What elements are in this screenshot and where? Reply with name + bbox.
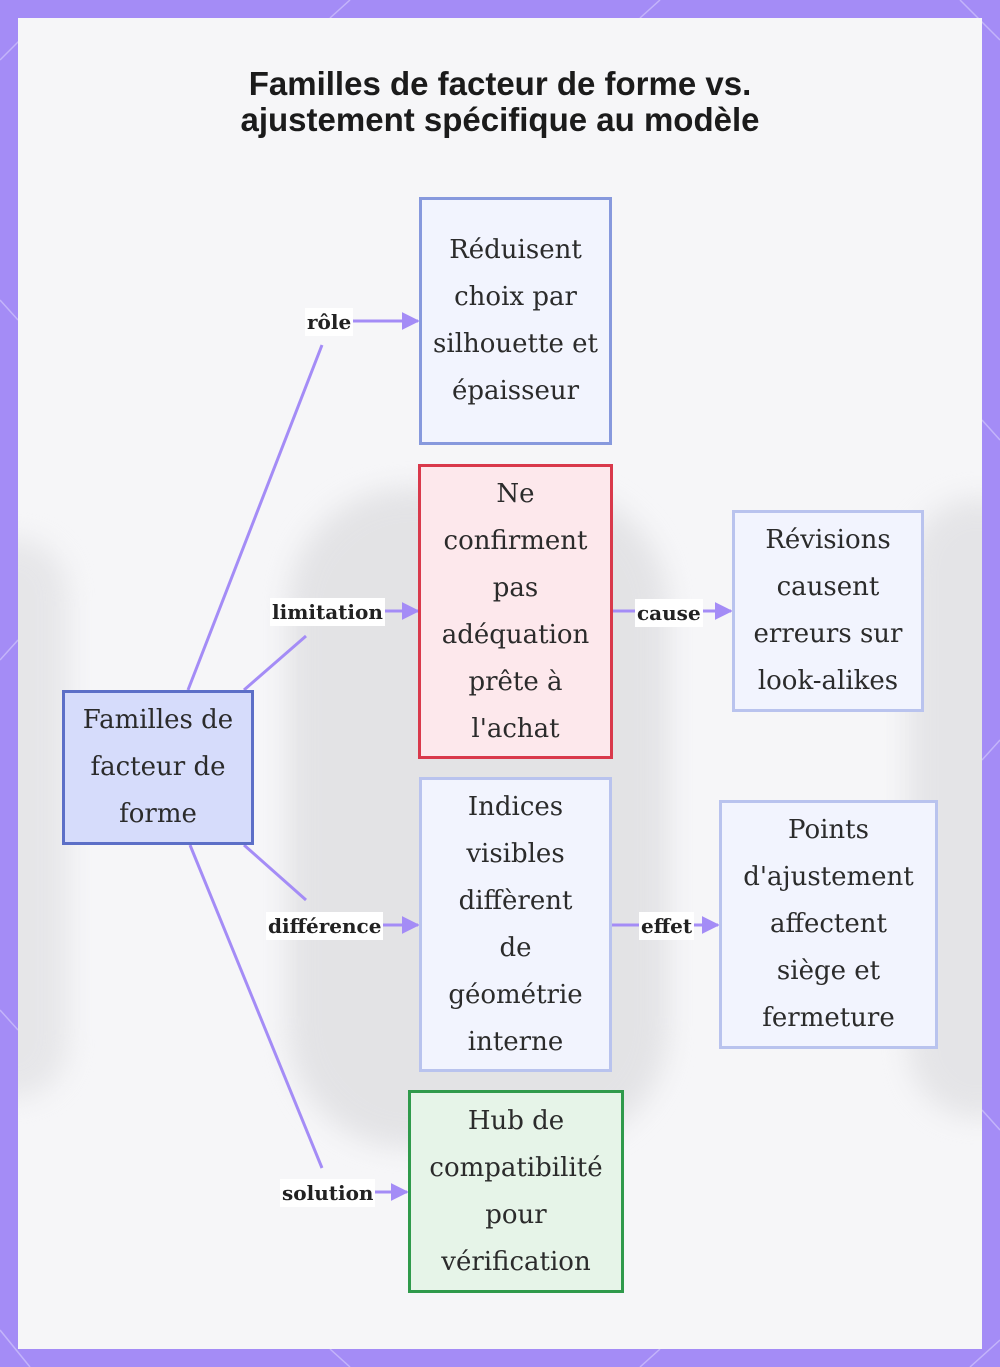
node-line: Points [788, 807, 869, 854]
node-line: causent [777, 564, 880, 611]
node-line: confirment [444, 518, 588, 565]
node-role: Réduisent choix par silhouette et épaiss… [419, 197, 612, 445]
node-line: Révisions [765, 517, 890, 564]
node-line: pour [485, 1192, 546, 1239]
node-line: visibles [466, 831, 564, 878]
node-line: siège et [777, 948, 880, 995]
node-limitation: Ne confirment pas adéquation prête à l'a… [418, 464, 613, 759]
node-line: épaisseur [452, 368, 579, 415]
node-line: fermeture [762, 995, 895, 1042]
node-cause: Révisions causent erreurs sur look-alike… [732, 510, 924, 712]
node-line: look-alikes [758, 658, 898, 705]
node-solution: Hub de compatibilité pour vérification [408, 1090, 624, 1293]
edge-label-solution: solution [280, 1179, 375, 1207]
node-line: affectent [770, 901, 887, 948]
node-line: prête à [468, 659, 562, 706]
edge-label-difference: différence [266, 912, 383, 940]
node-line: d'ajustement [743, 854, 914, 901]
node-line: diffèrent [459, 878, 573, 925]
node-line: géométrie [448, 972, 582, 1019]
node-line: facteur de [91, 744, 226, 791]
node-line: pas [493, 565, 539, 612]
node-line: interne [468, 1019, 563, 1066]
node-line: erreurs sur [754, 611, 903, 658]
node-line: Réduisent [449, 227, 582, 274]
edge-label-effect: effet [639, 912, 694, 940]
node-line: forme [119, 791, 197, 838]
node-line: l'achat [471, 706, 559, 753]
node-effect: Points d'ajustement affectent siège et f… [719, 800, 938, 1049]
node-line: Familles de [83, 697, 233, 744]
node-line: Hub de [468, 1098, 564, 1145]
node-line: Indices [468, 784, 563, 831]
node-line: compatibilité [429, 1145, 602, 1192]
edge-label-limitation: limitation [270, 598, 385, 626]
node-line: Ne [496, 471, 534, 518]
edge-label-cause: cause [635, 599, 703, 627]
edge-root-solution [190, 845, 322, 1168]
node-form-factor-families: Familles de facteur de forme [62, 690, 254, 845]
node-line: adéquation [442, 612, 590, 659]
edge-root-limitation [244, 636, 306, 690]
edge-label-role: rôle [305, 308, 353, 336]
node-line: silhouette et [433, 321, 598, 368]
edge-root-difference [244, 845, 306, 900]
node-line: de [499, 925, 531, 972]
node-line: vérification [441, 1239, 590, 1286]
node-line: choix par [454, 274, 577, 321]
node-difference: Indices visibles diffèrent de géométrie … [419, 777, 612, 1072]
